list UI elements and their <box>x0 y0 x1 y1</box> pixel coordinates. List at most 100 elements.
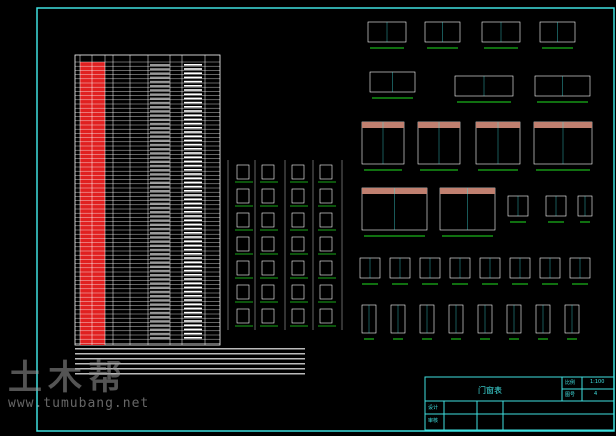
window-elevation <box>319 260 333 276</box>
table-cell-text <box>150 177 170 180</box>
note-text <box>75 358 305 360</box>
table-cell-text <box>150 211 170 213</box>
table-cell-text <box>184 190 202 192</box>
table-cell-text <box>184 299 202 301</box>
table-cell-text <box>184 328 202 331</box>
window-elevation <box>319 188 333 204</box>
table-cell-text <box>150 328 170 331</box>
window-elevation <box>236 260 250 276</box>
table-cell-text <box>150 278 170 281</box>
table-cell-text <box>150 164 170 167</box>
table-cell-text <box>150 173 170 176</box>
window-elevation <box>261 260 275 276</box>
table-cell-text <box>150 122 170 125</box>
table-cell-text <box>150 181 170 184</box>
table-cell-text <box>150 190 170 192</box>
checker-label: 审核 <box>428 418 439 424</box>
table-cell-text <box>184 160 202 163</box>
note-text <box>75 348 305 350</box>
table-cell-text <box>150 307 170 310</box>
table-cell-text <box>184 169 202 171</box>
table-cell-text <box>150 160 170 163</box>
table-cell-text <box>150 265 170 268</box>
note-text <box>75 363 305 365</box>
table-cell-text <box>184 198 202 200</box>
table-cell-text <box>150 223 170 226</box>
table-cell-text <box>184 185 202 188</box>
table-cell-text <box>150 274 170 276</box>
table-cell-text <box>184 320 202 322</box>
table-cell-text <box>150 93 170 96</box>
table-cell-text <box>184 253 202 255</box>
table-cell-text <box>150 118 170 121</box>
table-cell-text <box>184 332 202 335</box>
table-cell-text <box>150 269 170 272</box>
table-cell-text <box>150 219 170 222</box>
table-cell-text <box>184 206 202 209</box>
table-cell-text <box>150 148 170 150</box>
table-cell-text <box>184 248 202 251</box>
table-cell-text <box>150 76 170 79</box>
table-cell-text <box>184 152 202 154</box>
table-cell-text <box>150 227 170 230</box>
table-cell-text <box>150 169 170 171</box>
table-cell-text <box>150 80 170 83</box>
title-block <box>424 376 615 431</box>
table-cell-text <box>150 185 170 188</box>
table-cell-text <box>150 101 170 104</box>
table-cell-text <box>184 97 202 100</box>
table-cell-text <box>184 127 202 129</box>
window-elevation <box>291 164 305 180</box>
table-cell-text <box>150 240 170 243</box>
window-elevation <box>291 308 305 324</box>
table-cell-text <box>150 139 170 142</box>
table-cell-text <box>150 152 170 155</box>
table-cell-text <box>184 274 202 276</box>
table-cell-text <box>184 324 202 326</box>
table-cell-text <box>150 114 170 117</box>
table-cell-text <box>150 135 170 138</box>
window-elevation <box>319 212 333 228</box>
table-cell-text <box>184 232 202 234</box>
table-cell-text <box>150 282 170 285</box>
note-text <box>75 368 305 370</box>
table-cell-text <box>184 173 202 175</box>
table-cell-text <box>150 215 170 218</box>
table-cell-text <box>150 244 170 247</box>
window-elevation <box>236 188 250 204</box>
table-cell-text <box>184 156 202 158</box>
table-cell-text <box>184 93 202 95</box>
table-cell-text <box>150 286 170 289</box>
table-cell-text <box>184 131 202 133</box>
table-cell-text <box>150 85 170 87</box>
table-cell-text <box>184 269 202 272</box>
table-cell-text <box>184 215 202 217</box>
window-elevation <box>291 260 305 276</box>
window-elevation <box>236 164 250 180</box>
window-elevation <box>319 308 333 324</box>
table-cell-text <box>184 257 202 259</box>
window-elevation <box>319 284 333 300</box>
table-cell-text <box>150 320 170 323</box>
sheet-value: 4 <box>594 391 598 397</box>
window-elevation <box>261 308 275 324</box>
table-cell-text <box>150 332 170 335</box>
designer-label: 设计 <box>428 405 439 411</box>
table-cell-text <box>150 68 170 71</box>
table-cell-text <box>150 257 170 260</box>
watermark: 土木帮 www.tumubang.net <box>8 360 149 411</box>
note-text <box>75 373 305 375</box>
table-cell-text <box>184 227 202 230</box>
window-elevation <box>319 236 333 252</box>
drawing-no-label: 图号 <box>565 392 576 398</box>
table-cell-text <box>184 303 202 305</box>
scale-label: 比例 <box>565 380 576 386</box>
table-cell-text <box>150 261 170 264</box>
table-cell-text <box>150 106 170 108</box>
table-cell-text <box>150 89 170 92</box>
table-cell-text <box>184 311 202 314</box>
table-cell-text <box>150 72 170 75</box>
window-elevation <box>236 236 250 252</box>
table-cell-text <box>184 68 202 70</box>
